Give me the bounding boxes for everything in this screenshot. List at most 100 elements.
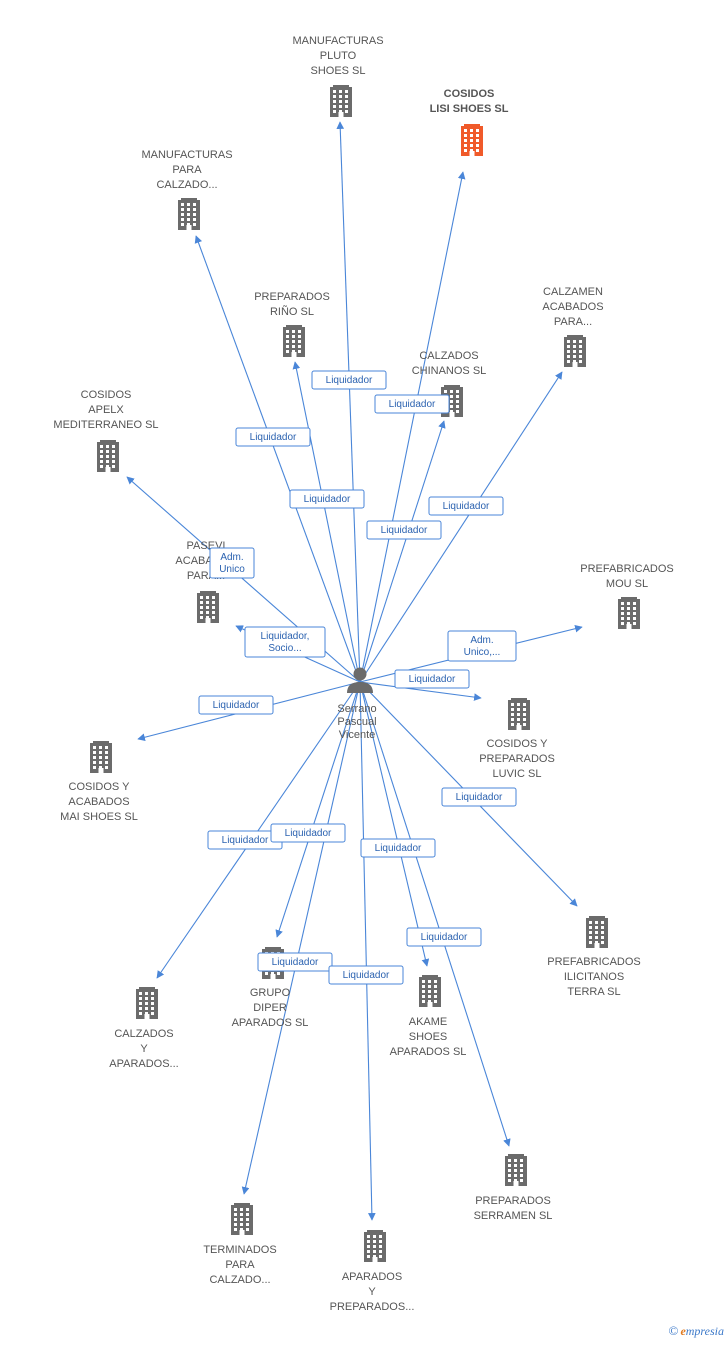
building-window — [508, 1174, 511, 1177]
building-window — [99, 766, 102, 769]
building-window — [464, 139, 467, 142]
building-window — [206, 611, 209, 614]
building-window — [200, 601, 203, 604]
building-window — [601, 926, 604, 929]
edge-label-aparados-preparados[interactable]: Liquidador — [328, 965, 404, 985]
building-door — [626, 624, 632, 629]
edge-label-pasevi-acabados[interactable]: Liquidador,Socio... — [244, 626, 326, 658]
node-label: SHOES — [409, 1031, 448, 1043]
edge-label-manufacturas-pluto[interactable]: Liquidador — [311, 370, 387, 390]
edge-label-preparados-serramen[interactable]: Liquidador — [406, 927, 482, 947]
building-window — [428, 995, 431, 998]
building-window — [476, 134, 479, 137]
building-window — [286, 345, 289, 348]
edge-label-terminados-para[interactable]: Liquidador — [257, 952, 333, 972]
node-aparados-preparados[interactable]: APARADOSYPREPARADOS... — [330, 1230, 415, 1313]
building-window — [595, 941, 598, 944]
building-window — [206, 606, 209, 609]
building-window — [633, 607, 636, 610]
building-window — [105, 761, 108, 764]
node-label: CALZAMEN — [543, 286, 603, 298]
building-window — [193, 213, 196, 216]
building-window — [100, 465, 103, 468]
building-window — [520, 1164, 523, 1167]
building-window — [523, 703, 526, 706]
edge-label-prefabricados-ilicitanos[interactable]: Liquidador — [441, 787, 517, 807]
edge-label-box — [374, 394, 450, 414]
building-window — [286, 350, 289, 353]
edge-label-calzados-chinanos[interactable]: Liquidador — [366, 520, 442, 540]
building-window — [292, 350, 295, 353]
building-window — [212, 601, 215, 604]
building-window — [464, 129, 467, 132]
building-window — [520, 1179, 523, 1182]
building-window — [139, 997, 142, 1000]
node-label: SHOES SL — [310, 65, 365, 77]
building-icon — [136, 987, 158, 1019]
node-calzamen-acabados[interactable]: CALZAMENACABADOSPARA... — [542, 286, 604, 367]
building-window — [212, 611, 215, 614]
edge-label-cosidos-preparados-luvic[interactable]: Liquidador — [394, 669, 470, 689]
edge-label-cosidos-lisi[interactable]: Liquidador — [374, 394, 450, 414]
edge-label-box — [235, 427, 311, 447]
edge-line-manufacturas-para — [194, 235, 361, 683]
building-window — [100, 455, 103, 458]
building-window — [112, 445, 115, 448]
building-window — [627, 612, 630, 615]
building-window — [579, 355, 582, 358]
node-calzados-aparados[interactable]: CALZADOSYAPARADOS... — [109, 987, 179, 1070]
node-manufacturas-para[interactable]: MANUFACTURASPARACALZADO... — [141, 149, 233, 230]
edge-label-grupo-diper[interactable]: Liquidador — [270, 823, 346, 843]
edge-label-text: Liquidador — [213, 700, 260, 711]
building-window — [367, 1240, 370, 1243]
building-window — [246, 1213, 249, 1216]
edge-label-prefabricados-mou[interactable]: Adm.Unico,... — [447, 630, 517, 662]
edge-label-cosidos-acabados-mai[interactable]: Liquidador — [198, 695, 274, 715]
building-window — [523, 718, 526, 721]
building-window — [456, 400, 459, 403]
edge-line-cosidos-lisi — [359, 171, 466, 683]
building-icon — [508, 698, 530, 730]
building-window — [517, 718, 520, 721]
edge-label-akame-shoes[interactable]: Liquidador — [360, 838, 436, 858]
building-window — [422, 995, 425, 998]
edge-label-box — [270, 823, 346, 843]
edge-label-preparados-rino[interactable]: Liquidador — [289, 489, 365, 509]
edge-label-calzamen-acabados[interactable]: Liquidador — [428, 496, 504, 516]
node-label: CALZADO... — [209, 1274, 270, 1286]
edge-label-box — [441, 787, 517, 807]
edge-label-box — [428, 496, 504, 516]
edge-label-cosidos-apelx[interactable]: Adm.Unico — [209, 547, 255, 579]
building-window — [240, 1213, 243, 1216]
building-window — [633, 612, 636, 615]
node-terminados-para[interactable]: TERMINADOSPARACALZADO... — [203, 1203, 277, 1286]
building-window — [139, 1012, 142, 1015]
building-window — [579, 345, 582, 348]
node-label: ACABADOS — [542, 301, 603, 313]
building-window — [517, 703, 520, 706]
brand-initial: e — [680, 1324, 686, 1338]
edge-label-manufacturas-para[interactable]: Liquidador — [235, 427, 311, 447]
building-window — [212, 606, 215, 609]
building-icon — [97, 440, 119, 472]
building-door — [594, 943, 600, 948]
edge-line-grupo-diper — [275, 681, 361, 938]
building-window — [339, 105, 342, 108]
node-label: APELX — [88, 404, 124, 416]
building-window — [240, 1208, 243, 1211]
edge-label-box — [447, 630, 517, 662]
building-window — [523, 708, 526, 711]
building-window — [379, 1240, 382, 1243]
